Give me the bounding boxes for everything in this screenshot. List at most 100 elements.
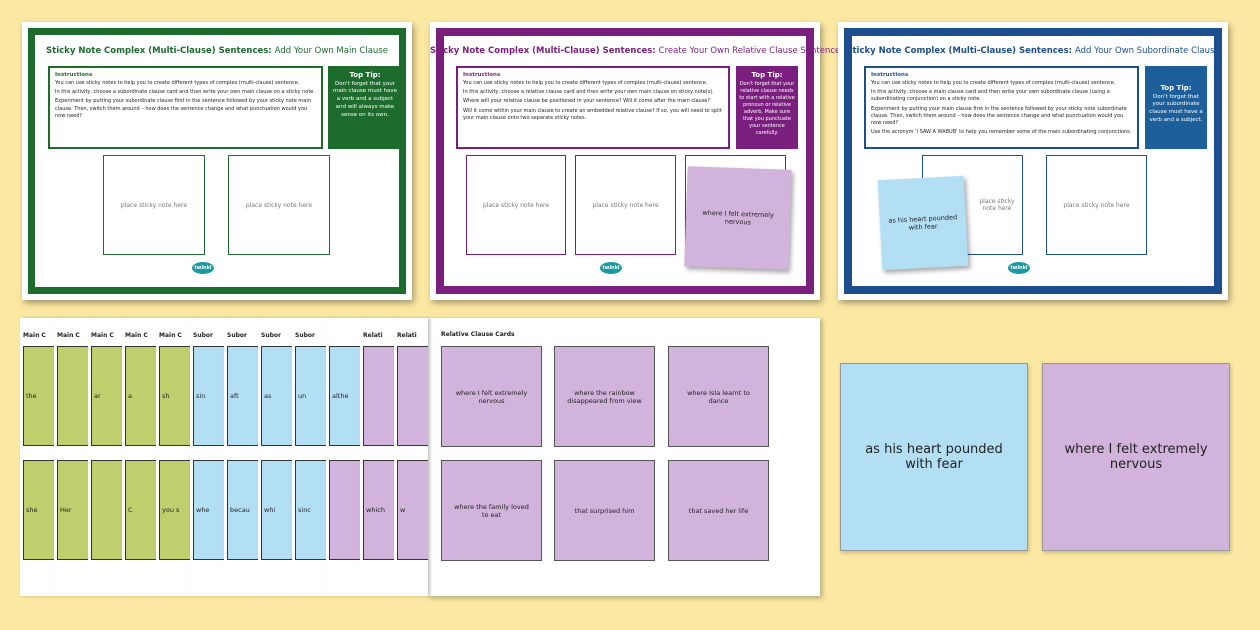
relative-clause-card[interactable]: where the rainbow disappeared from view [554, 346, 655, 447]
card-text: she [26, 506, 38, 514]
sub-clause-card[interactable]: sinc [295, 460, 326, 560]
main-clause-card[interactable]: sh [159, 346, 190, 446]
page-title: Relative Clause Cards [441, 331, 515, 338]
relative-clause-card[interactable]: that saved her life [668, 460, 769, 561]
sub-clause-card[interactable]: sin [193, 346, 224, 446]
card-page[interactable]: Subor sin whe [190, 318, 224, 596]
card-page[interactable]: Main C the she [20, 318, 54, 596]
page-header: Subor [227, 332, 247, 339]
card-text: C [128, 506, 133, 514]
relative-clause-card[interactable]: where the family loved to eat [441, 460, 542, 561]
top-tip-box: Top Tip:Don't forget that your main clau… [328, 66, 402, 149]
card-page[interactable]: Relati w [394, 318, 428, 596]
sticky-placeholder[interactable]: place sticky note here [228, 155, 330, 255]
sticky-placeholder[interactable]: place sticky note here [575, 155, 676, 255]
card-text: the [26, 392, 37, 400]
rel-clause-card[interactable] [397, 346, 428, 446]
relative-clause-card[interactable]: where I felt extremely nervous [441, 346, 542, 447]
page-header: Relati [363, 332, 383, 339]
sub-clause-card[interactable]: becau [227, 460, 258, 560]
card-text: Her [60, 506, 72, 514]
card-text: becau [230, 506, 250, 514]
rel-clause-card[interactable]: which [363, 460, 394, 560]
card-text: un [298, 392, 307, 400]
sub-clause-card[interactable]: whi [261, 460, 292, 560]
relative-clause-card[interactable]: where Isla learnt to dance [668, 346, 769, 447]
page-header: Main C [23, 332, 46, 339]
page-header: Subor [193, 332, 213, 339]
board-frame [436, 28, 814, 294]
instructions-box: Instructions You can use sticky notes to… [456, 66, 730, 149]
board-title: Sticky Note Complex (Multi-Clause) Sente… [846, 46, 1220, 56]
board-frame [844, 28, 1222, 294]
card-page[interactable]: Relati which [360, 318, 394, 596]
page-header: Relati [397, 332, 417, 339]
card-text: a [128, 392, 132, 400]
board-title: Sticky Note Complex (Multi-Clause) Sente… [46, 46, 388, 56]
card-text: aft [230, 392, 239, 400]
rel-clause-card[interactable] [329, 460, 360, 560]
main-clause-card[interactable]: C [125, 460, 156, 560]
main-clause-card[interactable]: you s [159, 460, 190, 560]
twinkl-logo: twinkl [1008, 262, 1030, 274]
card-text: ar [94, 392, 101, 400]
subordinate-clause-card-preview[interactable]: as his heart pounded with fear [840, 363, 1028, 551]
sub-clause-card[interactable]: as [261, 346, 292, 446]
card-text: whe [196, 506, 210, 514]
card-page[interactable]: Subor as whi [258, 318, 292, 596]
main-clause-card[interactable]: ar [91, 346, 122, 446]
card-page[interactable]: althe [326, 318, 360, 596]
board-frame [28, 28, 406, 294]
card-text: sh [162, 392, 170, 400]
card-text: you s [162, 506, 180, 514]
card-text: as [264, 392, 272, 400]
card-text: whi [264, 506, 276, 514]
sticky-placeholder[interactable]: place sticky note here [466, 155, 566, 255]
sub-clause-card[interactable]: althe [329, 346, 360, 446]
sub-clause-card[interactable]: whe [193, 460, 224, 560]
board-main-clause: Sticky Note Complex (Multi-Clause) Sente… [22, 22, 412, 300]
sticky-placeholder[interactable]: place sticky note here [103, 155, 205, 255]
card-page[interactable]: Subor aft becau [224, 318, 258, 596]
card-text: which [366, 506, 385, 514]
top-tip-box: Top Tip:Don't forget that your relative … [736, 66, 798, 149]
rel-clause-card[interactable]: w [397, 460, 428, 560]
main-clause-card[interactable]: the [23, 346, 54, 446]
relative-clause-cards-page: Relative Clause Cards where I felt extre… [428, 318, 820, 596]
board-subordinate-clause: Sticky Note Complex (Multi-Clause) Sente… [838, 22, 1228, 300]
main-clause-card[interactable]: she [23, 460, 54, 560]
card-text: sinc [298, 506, 311, 514]
card-text: sin [196, 392, 206, 400]
page-header: Main C [91, 332, 114, 339]
instructions-box: Instructions You can use sticky notes to… [48, 66, 323, 149]
card-page[interactable]: Main C Her [54, 318, 88, 596]
page-header: Main C [159, 332, 182, 339]
sub-clause-card[interactable]: aft [227, 346, 258, 446]
board-title: Sticky Note Complex (Multi-Clause) Sente… [430, 46, 841, 56]
card-text: w [400, 506, 406, 514]
sticky-placeholder[interactable]: place sticky note here [1046, 155, 1147, 255]
card-page[interactable]: Main C ar [88, 318, 122, 596]
sub-clause-card[interactable]: un [295, 346, 326, 446]
main-clause-card[interactable]: a [125, 346, 156, 446]
card-page[interactable]: Subor un sinc [292, 318, 326, 596]
card-page[interactable]: Main C sh you s [156, 318, 190, 596]
sticky-note[interactable]: where I felt extremely nervous [684, 166, 792, 270]
page-header: Main C [57, 332, 80, 339]
twinkl-logo: twinkl [192, 262, 214, 274]
relative-clause-card[interactable]: that surprised him [554, 460, 655, 561]
relative-clause-card-preview[interactable]: where I felt extremely nervous [1042, 363, 1230, 551]
sticky-note[interactable]: as his heart pounded with fear [877, 175, 969, 271]
main-clause-card[interactable] [91, 460, 122, 560]
card-text: althe [332, 392, 349, 400]
top-tip-box: Top Tip:Don't forget that your subordina… [1145, 66, 1207, 149]
page-header: Main C [125, 332, 148, 339]
twinkl-logo: twinkl [600, 262, 622, 274]
page-header: Subor [295, 332, 315, 339]
instructions-box: Instructions You can use sticky notes to… [864, 66, 1139, 149]
main-clause-card[interactable]: Her [57, 460, 88, 560]
main-clause-card[interactable] [57, 346, 88, 446]
rel-clause-card[interactable] [363, 346, 394, 446]
page-header: Subor [261, 332, 281, 339]
